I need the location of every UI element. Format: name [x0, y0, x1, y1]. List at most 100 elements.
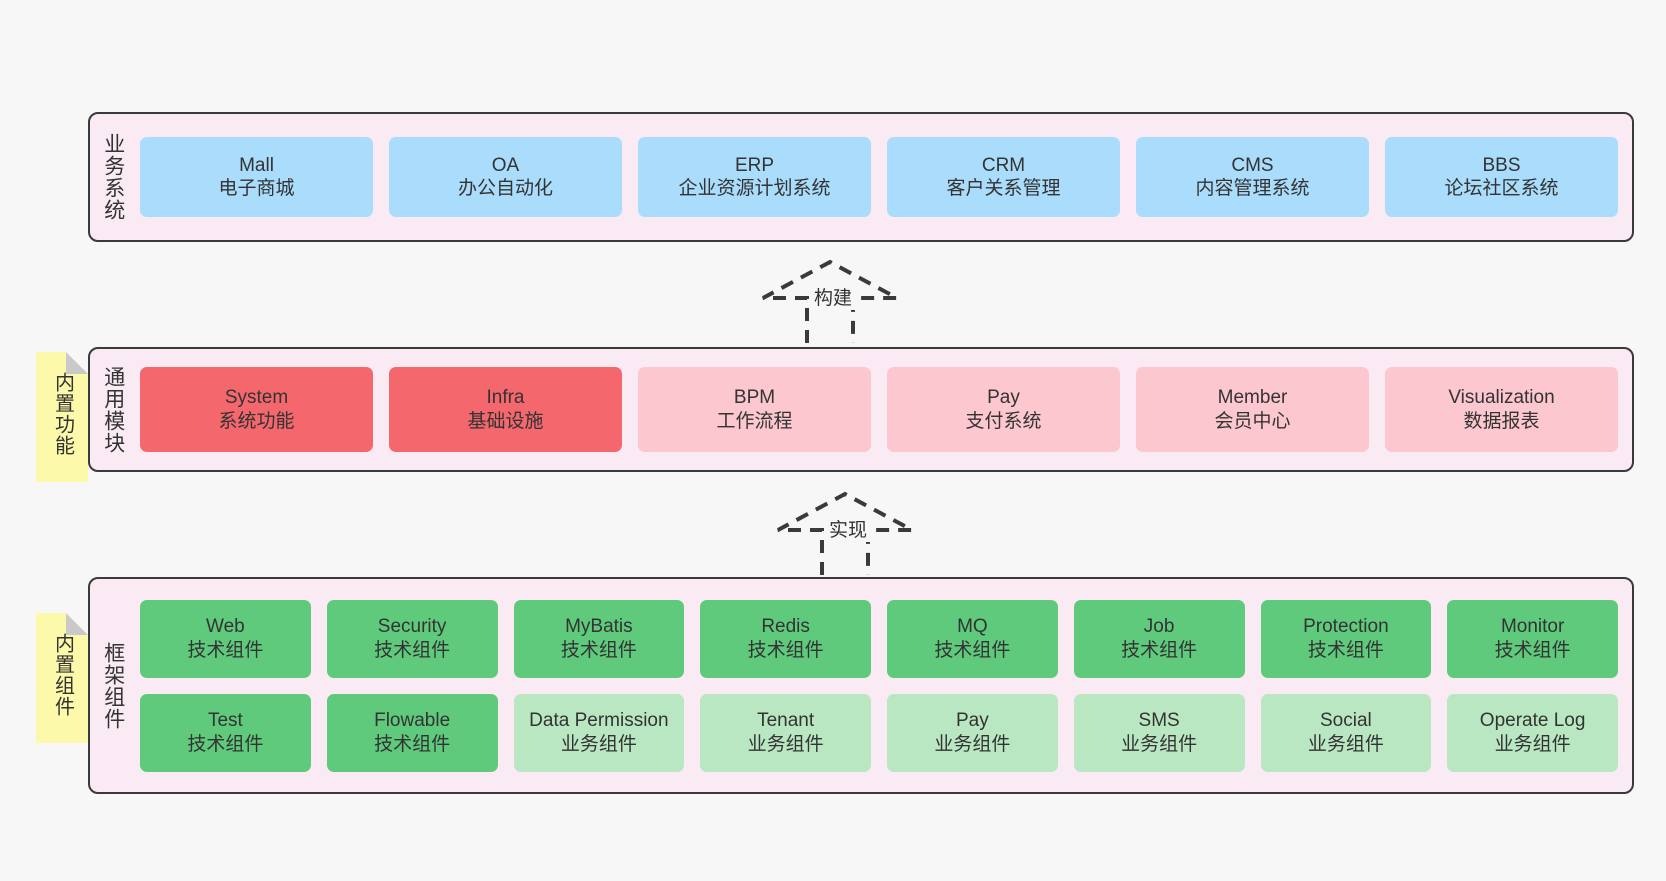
- card-subtitle: 办公自动化: [457, 178, 553, 199]
- card-mq[interactable]: MQ 技术组件: [887, 599, 1058, 678]
- implement-arrow-label: 实现: [826, 520, 871, 542]
- card-title: Test: [207, 710, 243, 732]
- card-pay-component[interactable]: Pay 业务组件: [887, 693, 1058, 772]
- card-subtitle: 电子商城: [218, 178, 295, 199]
- card-title: Pay: [987, 387, 1020, 409]
- card-bbs[interactable]: BBS 论坛社区系统: [1385, 137, 1618, 217]
- card-title: Pay: [956, 710, 989, 732]
- card-title: Protection: [1303, 616, 1389, 638]
- layer-title-business-systems: 业务系统: [101, 133, 125, 221]
- card-subtitle: 技术组件: [934, 639, 1011, 661]
- card-subtitle: 业务组件: [1307, 733, 1384, 755]
- card-title: Monitor: [1500, 616, 1565, 638]
- build-arrow-label: 构建: [811, 288, 856, 310]
- card-tenant[interactable]: Tenant 业务组件: [700, 693, 871, 772]
- card-oa[interactable]: OA 办公自动化: [389, 137, 622, 217]
- card-subtitle: 技术组件: [374, 639, 451, 661]
- layer-title-common-modules: 通用模块: [101, 365, 125, 454]
- card-social[interactable]: Social 业务组件: [1260, 693, 1432, 772]
- card-subtitle: 技术组件: [560, 639, 637, 661]
- card-title: Visualization: [1448, 387, 1555, 409]
- card-subtitle: 技术组件: [1121, 639, 1198, 661]
- card-title: Security: [377, 616, 447, 638]
- card-subtitle: 系统功能: [218, 410, 295, 432]
- card-security[interactable]: Security 技术组件: [326, 599, 498, 678]
- card-subtitle: 技术组件: [1494, 639, 1571, 661]
- card-infra[interactable]: Infra 基础设施: [389, 367, 622, 452]
- card-title: Member: [1217, 387, 1288, 409]
- card-subtitle: 工作流程: [716, 410, 793, 432]
- layer-framework-components: 框架组件 Web 技术组件 Security 技术组件 MyBatis 技术组件…: [88, 577, 1634, 794]
- card-subtitle: 技术组件: [187, 639, 264, 661]
- card-title: MQ: [957, 616, 988, 638]
- card-mybatis[interactable]: MyBatis 技术组件: [513, 599, 685, 678]
- card-subtitle: 内容管理系统: [1195, 178, 1310, 199]
- card-row: Mall 电子商城 OA 办公自动化 ERP 企业资源计划系统 CRM 客户关系…: [140, 137, 1618, 217]
- card-subtitle: 支付系统: [965, 410, 1042, 432]
- card-title: OA: [491, 154, 520, 176]
- card-pay-module[interactable]: Pay 支付系统: [887, 367, 1120, 452]
- card-subtitle: 技术组件: [1307, 639, 1384, 661]
- card-erp[interactable]: ERP 企业资源计划系统: [638, 137, 871, 217]
- card-subtitle: 技术组件: [374, 733, 451, 755]
- card-operate-log[interactable]: Operate Log 业务组件: [1447, 693, 1618, 772]
- card-title: BPM: [733, 387, 776, 409]
- build-arrow-outline: [762, 259, 898, 343]
- layer-body-business-systems: Mall 电子商城 OA 办公自动化 ERP 企业资源计划系统 CRM 客户关系…: [136, 114, 1632, 240]
- note-fold-corner-icon: [66, 352, 88, 374]
- implement-arrow: 实现: [770, 490, 920, 580]
- card-title: Social: [1320, 710, 1372, 732]
- layer-business-systems: 业务系统 Mall 电子商城 OA 办公自动化 ERP 企业资源计划系统 CRM…: [88, 112, 1634, 242]
- card-sms[interactable]: SMS 业务组件: [1073, 693, 1245, 772]
- card-title: Web: [206, 616, 245, 638]
- note-builtin-features: 内置功能: [36, 352, 88, 482]
- card-title: MyBatis: [565, 616, 633, 638]
- card-monitor[interactable]: Monitor 技术组件: [1447, 599, 1618, 678]
- card-title: Flowable: [374, 710, 451, 732]
- card-subtitle: 业务组件: [747, 733, 824, 755]
- note-fold-corner-icon: [66, 613, 88, 635]
- card-flowable[interactable]: Flowable 技术组件: [326, 693, 498, 772]
- card-system[interactable]: System 系统功能: [140, 367, 373, 452]
- card-title: Infra: [486, 387, 525, 409]
- layer-body-common-modules: System 系统功能 Infra 基础设施 BPM 工作流程 Pay 支付系统…: [136, 349, 1632, 470]
- card-crm[interactable]: CRM 客户关系管理: [887, 137, 1120, 217]
- card-bpm[interactable]: BPM 工作流程: [638, 367, 871, 452]
- implement-arrow-outline: [777, 491, 913, 575]
- layer-title-framework-components: 框架组件: [101, 641, 125, 730]
- card-subtitle: 技术组件: [187, 733, 264, 755]
- card-subtitle: 业务组件: [1494, 733, 1571, 755]
- card-title: Job: [1143, 616, 1175, 638]
- card-title: System: [224, 387, 289, 409]
- note-label: 内置功能: [51, 372, 74, 456]
- card-title: Mall: [239, 154, 274, 176]
- card-subtitle: 客户关系管理: [946, 178, 1061, 199]
- card-title: ERP: [734, 154, 775, 176]
- note-builtin-components: 内置组件: [36, 613, 88, 743]
- card-row: System 系统功能 Infra 基础设施 BPM 工作流程 Pay 支付系统…: [140, 367, 1618, 452]
- note-label: 内置组件: [51, 633, 74, 717]
- card-title: Tenant: [757, 710, 815, 732]
- card-title: SMS: [1138, 710, 1180, 732]
- card-subtitle: 业务组件: [560, 733, 637, 755]
- card-web[interactable]: Web 技术组件: [140, 599, 311, 678]
- card-cms[interactable]: CMS 内容管理系统: [1136, 137, 1369, 217]
- card-subtitle: 数据报表: [1463, 410, 1540, 432]
- card-visualization[interactable]: Visualization 数据报表: [1385, 367, 1618, 452]
- card-member[interactable]: Member 会员中心: [1136, 367, 1369, 452]
- card-title: Data Permission: [529, 710, 669, 732]
- card-data-permission[interactable]: Data Permission 业务组件: [513, 693, 685, 772]
- card-protection[interactable]: Protection 技术组件: [1260, 599, 1432, 678]
- card-subtitle: 论坛社区系统: [1444, 178, 1559, 199]
- card-title: Redis: [761, 616, 810, 638]
- card-subtitle: 会员中心: [1214, 410, 1291, 432]
- card-job[interactable]: Job 技术组件: [1073, 599, 1245, 678]
- card-subtitle: 基础设施: [467, 410, 544, 432]
- card-mall[interactable]: Mall 电子商城: [140, 137, 373, 217]
- card-subtitle: 业务组件: [934, 733, 1011, 755]
- card-subtitle: 企业资源计划系统: [678, 178, 831, 199]
- card-test[interactable]: Test 技术组件: [140, 693, 311, 772]
- layer-common-modules: 通用模块 System 系统功能 Infra 基础设施 BPM 工作流程 Pay…: [88, 347, 1634, 472]
- card-redis[interactable]: Redis 技术组件: [700, 599, 871, 678]
